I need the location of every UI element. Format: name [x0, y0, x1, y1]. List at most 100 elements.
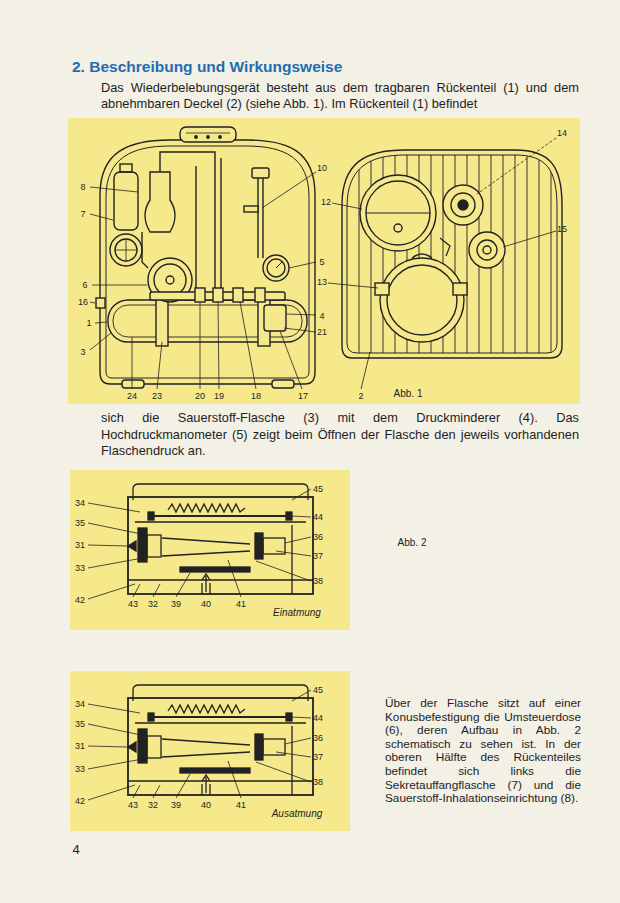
lid-drawing [458, 200, 468, 210]
backpack-drawing [244, 206, 258, 212]
figure-panel [70, 671, 350, 831]
callout-number: 14 [557, 129, 567, 138]
backpack-drawing [272, 380, 294, 388]
lid-ribs [359, 150, 551, 360]
callout-number: 38 [313, 778, 323, 787]
backpack-drawing [113, 305, 302, 337]
callout-number: 44 [313, 714, 323, 723]
lid-drawing [451, 193, 475, 217]
leader-line [361, 352, 370, 389]
lid-drawing [342, 150, 562, 358]
backpack-drawing [122, 380, 144, 388]
backpack-drawing [195, 288, 205, 302]
callout-number: 41 [236, 600, 246, 609]
backpack-drawing [110, 234, 142, 266]
mask-holder [360, 175, 436, 251]
callout-number: 37 [313, 753, 323, 762]
phase-label: Ausatmung [272, 809, 323, 819]
leader-line [132, 337, 133, 389]
callout-number: 31 [75, 742, 85, 751]
callout-number: 45 [313, 686, 323, 695]
lid-drawing [342, 150, 562, 360]
leader-line [90, 187, 138, 192]
leader-line [218, 302, 219, 389]
lid-drawing [366, 181, 430, 245]
fitting [443, 185, 483, 225]
backpack-drawing [207, 136, 209, 138]
callout-number: 10 [317, 164, 327, 173]
leader-line [332, 203, 362, 209]
pressure-reducer [264, 305, 286, 331]
lid-drawing [394, 224, 402, 232]
leader-line [90, 138, 556, 389]
callout-number: 36 [313, 734, 323, 743]
callout-number: 1 [86, 319, 91, 328]
control-box-schematic [88, 685, 313, 800]
backpack-drawing [120, 164, 132, 172]
callout-number: 33 [75, 564, 85, 573]
callout-number: 17 [298, 392, 308, 401]
lid-drawing [453, 283, 467, 295]
lid-drawing [412, 254, 432, 258]
backpack-drawing [219, 136, 221, 138]
lid-drawing [366, 213, 430, 214]
callout-number: 44 [313, 513, 323, 522]
callout-number: 42 [75, 596, 85, 605]
callout-number: 4 [319, 312, 324, 321]
callout-number: 31 [75, 541, 85, 550]
bottle-clamp [156, 296, 168, 346]
callout-number: 18 [251, 392, 261, 401]
leader-line [92, 285, 147, 286]
leader-line [90, 333, 111, 350]
lid-drawing [375, 283, 389, 295]
paragraph: sich die Sauerstoff-Flasche (3) mit dem … [101, 410, 579, 460]
secretion-bottle [114, 172, 138, 230]
callout-number: 23 [152, 392, 162, 401]
figure-caption: Abb. 1 [394, 389, 423, 399]
lid-drawing [440, 238, 450, 256]
callout-number: 38 [313, 577, 323, 586]
control-box-schematic [88, 484, 313, 599]
callout-number: 15 [557, 225, 567, 234]
lid-drawing [347, 155, 557, 353]
callout-number: 3 [80, 348, 85, 357]
callout-number: 20 [195, 392, 205, 401]
callout-number: 8 [80, 183, 85, 192]
lid-drawing [483, 246, 491, 254]
leader-line [95, 322, 107, 323]
callout-number: 39 [171, 801, 181, 810]
backpack-drawing [180, 127, 236, 142]
leader-line [328, 283, 378, 288]
callout-number: 45 [313, 485, 323, 494]
callout-number: 39 [171, 600, 181, 609]
backpack-drawing [166, 276, 174, 284]
callout-number: 13 [317, 278, 327, 287]
paragraph: Über der Flasche sitzt auf einer Konusbe… [385, 697, 581, 806]
leader-line [240, 302, 256, 389]
callout-number: 24 [127, 392, 137, 401]
section-heading: 2. Beschreibung und Wirkungsweise [72, 58, 342, 75]
figure-panel [68, 118, 580, 404]
leader-line [503, 231, 556, 247]
backpack-drawing [267, 259, 285, 277]
fitting [469, 232, 505, 268]
callout-number: 34 [75, 700, 85, 709]
oxygen-bottle [108, 300, 307, 342]
leader-line [157, 342, 162, 389]
callout-number: 43 [128, 801, 138, 810]
callout-number: 19 [214, 392, 224, 401]
callout-number: 35 [75, 519, 85, 528]
page-number: 4 [72, 843, 79, 856]
callout-number: 21 [317, 328, 327, 337]
paragraph: Das Wiederbelebungsgerät besteht aus dem… [101, 80, 579, 112]
callout-number: 37 [313, 552, 323, 561]
callout-number: 43 [128, 600, 138, 609]
backpack-drawing [213, 288, 223, 302]
phase-label: Einatmung [273, 608, 321, 618]
leader-line [200, 302, 201, 389]
backpack-drawing [96, 127, 315, 388]
backpack-drawing [276, 262, 282, 268]
leader-line [262, 172, 316, 208]
callout-number: 16 [78, 298, 88, 307]
